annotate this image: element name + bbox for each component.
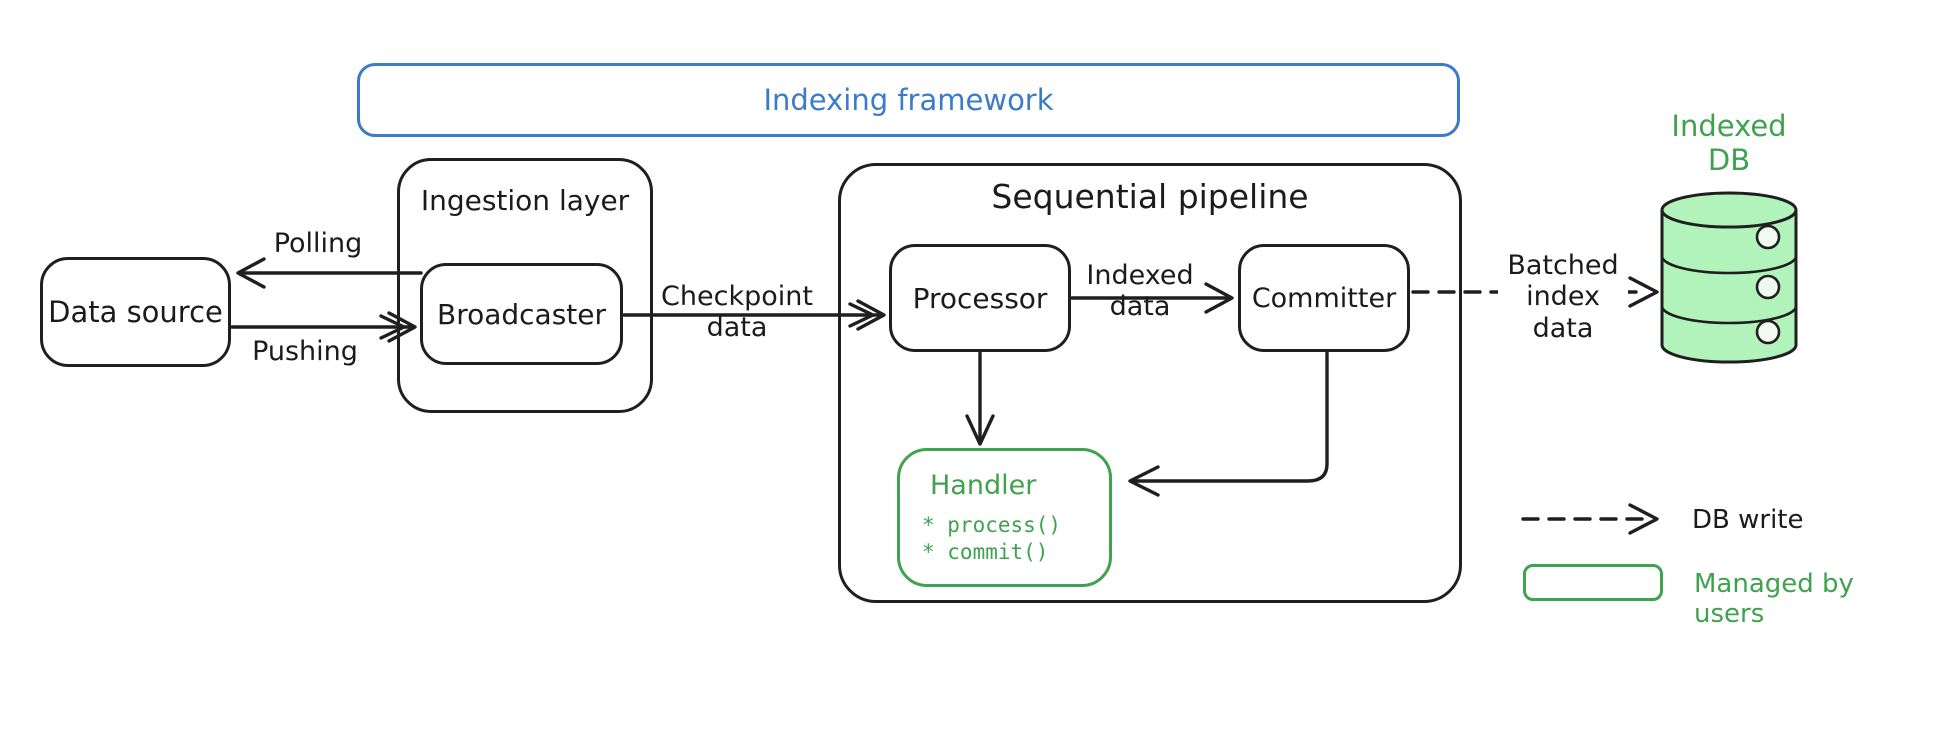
broadcaster-label: Broadcaster bbox=[436, 297, 607, 331]
indexed-db-icon bbox=[1660, 191, 1798, 364]
pushing-edge-label: Pushing bbox=[252, 336, 358, 367]
polling-edge-label: Polling bbox=[273, 228, 363, 259]
processor-label: Processor bbox=[912, 281, 1048, 315]
batched-index-data-edge-label: Batched index data bbox=[1498, 250, 1628, 344]
indexing-framework-title: Indexing framework bbox=[763, 83, 1054, 117]
legend-managed-by-users-label: Managed by users bbox=[1694, 569, 1854, 630]
indexed-data-edge-label: Indexed data bbox=[1086, 260, 1194, 323]
handler-label: Handler bbox=[930, 470, 1037, 501]
data-source-node: Data source bbox=[40, 257, 231, 367]
legend-db-write-label: DB write bbox=[1692, 505, 1804, 535]
indexing-framework-container: Indexing framework bbox=[357, 63, 1460, 137]
polling-arrow bbox=[236, 257, 423, 289]
sequential-pipeline-label: Sequential pipeline bbox=[991, 177, 1309, 216]
committer-node: Committer bbox=[1238, 244, 1410, 352]
legend-db-write-arrow bbox=[1521, 503, 1659, 535]
legend-managed-by-users-swatch bbox=[1523, 564, 1663, 601]
committer-label: Committer bbox=[1251, 282, 1397, 314]
broadcaster-node: Broadcaster bbox=[420, 263, 623, 365]
checkpoint-data-edge-label: Checkpoint data bbox=[661, 281, 813, 344]
indexed-db-label: Indexed DB bbox=[1671, 109, 1787, 177]
handler-methods: * process() * commit() bbox=[922, 513, 1062, 564]
data-source-label: Data source bbox=[48, 295, 223, 329]
processor-node: Processor bbox=[889, 244, 1071, 352]
handler-node bbox=[897, 448, 1112, 587]
ingestion-layer-label: Ingestion layer bbox=[420, 184, 630, 217]
